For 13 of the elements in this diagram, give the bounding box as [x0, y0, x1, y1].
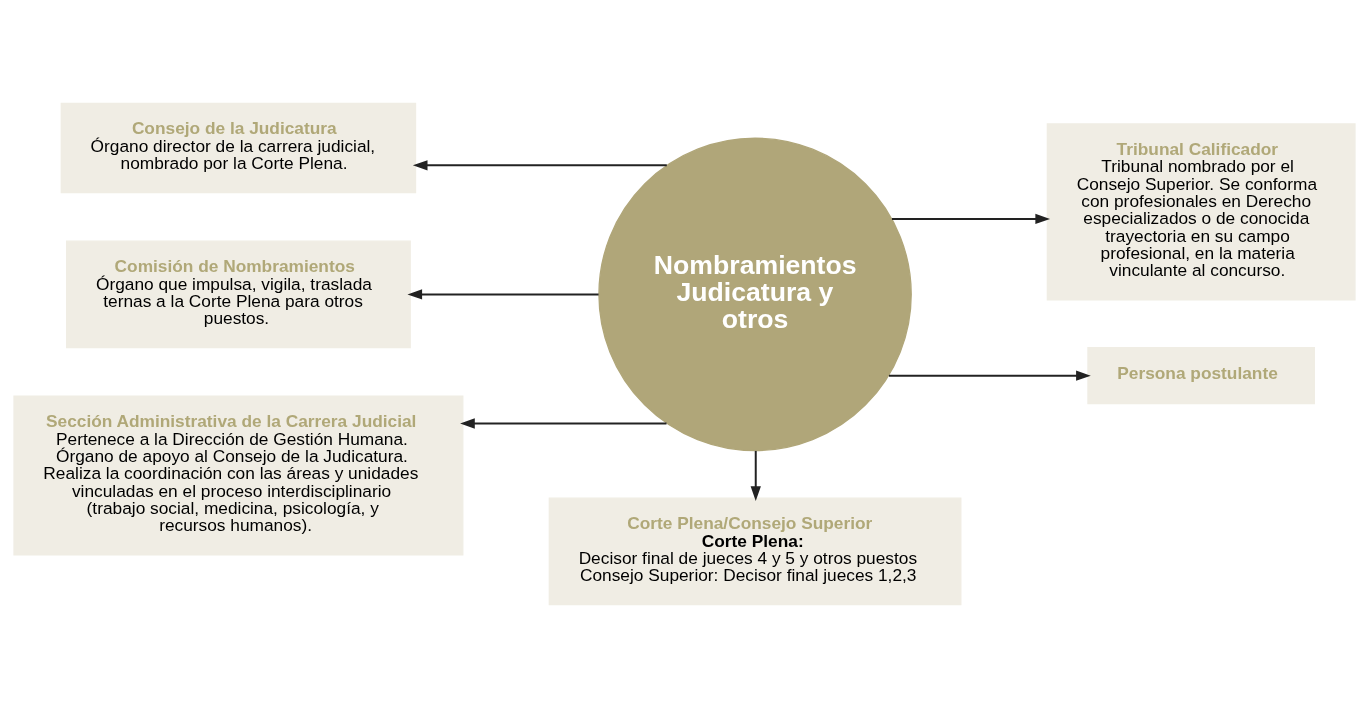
node-circle: Nombramientos Judicatura y otros [598, 137, 912, 452]
node-box: Consejo de la Judicatura Órgano director de la carrera judicial, nombrado por la Corte Plena. [60, 102, 417, 194]
arrow [887, 370, 1091, 381]
arrow [412, 160, 668, 171]
node-box: Sección Administrativa de la Carrera Judicial Pertenece a la Dirección de Gestión Humana. Órgano de apoyo al Consejo de la Judicatura. Realiza la coordinación con las áreas y unidades vinculadas en el proceso interdisciplinario (trabajo social, medicina, psicología, y recursos humanos). [13, 395, 464, 556]
arrow [407, 289, 600, 300]
node-box: Comisión de Nombramientos Órgano que impulsa, vigila, traslada ternas a la Corte Plena para otros puestos. [65, 240, 411, 349]
node-box: Persona postulante [1087, 347, 1315, 405]
node-box: Corte Plena/Consejo Superior Corte Plena: Decisor final de jueces 4 y 5 y otros puestos Consejo Superior: Decisor final jueces 1,2,3 [548, 497, 962, 606]
arrow [750, 449, 761, 502]
node-box: Tribunal Calificador Tribunal nombrado por el Consejo Superior. Se conforma con profesionales en Derecho especializados o de conocida trayectoria en su campo profesional, en la materia vinculante al concurso. [1046, 123, 1356, 301]
arrow [890, 213, 1051, 225]
arrow [460, 418, 668, 429]
